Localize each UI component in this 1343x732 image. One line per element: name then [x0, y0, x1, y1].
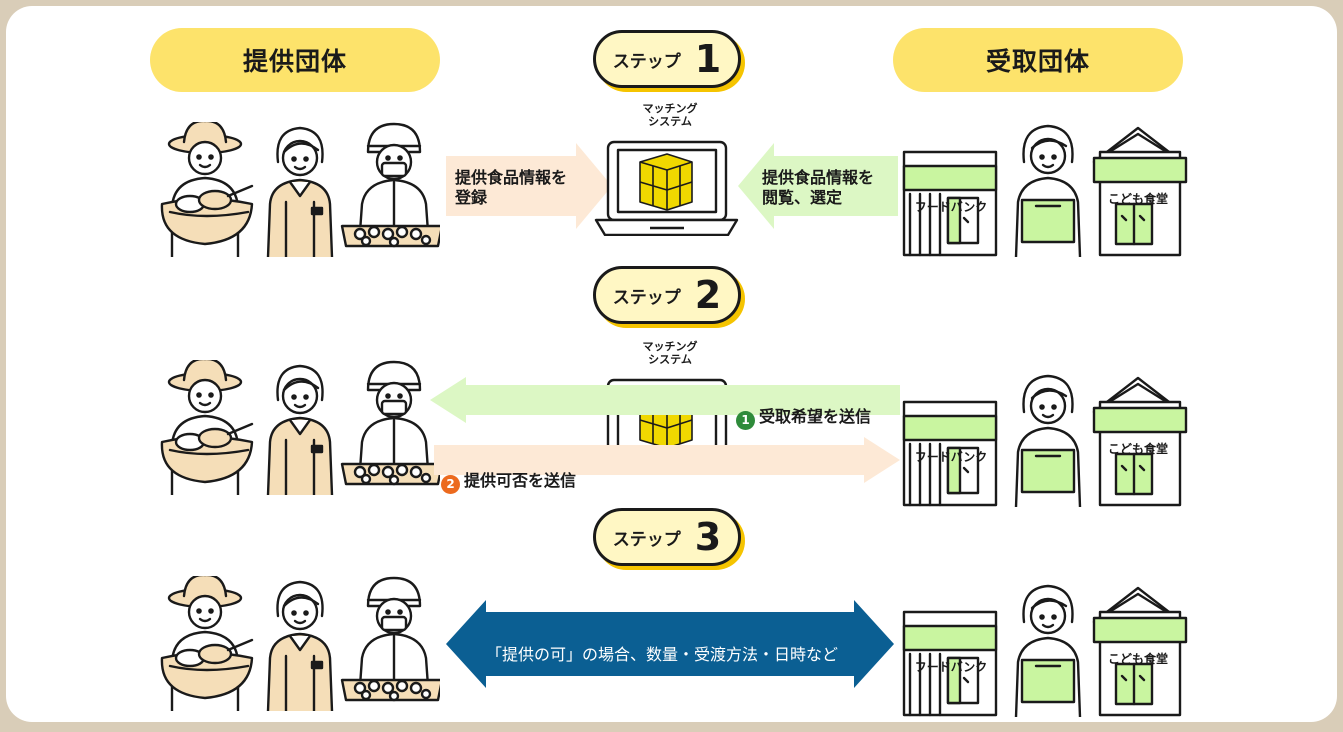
kodomo-shokudo-sign: こども食堂	[1107, 652, 1168, 666]
receiver-header: 受取団体	[893, 28, 1183, 92]
step-number: 1	[694, 37, 722, 81]
step-2-badge: ステップ 2	[593, 266, 741, 324]
step-label: ステップ	[612, 287, 681, 308]
register-arrow	[446, 143, 612, 229]
direct-coordination-arrow	[446, 600, 894, 688]
coordination-line-2: 詳細は、メールや電話などで直接調整	[486, 689, 758, 708]
foodbank-sign: フードバンク	[914, 450, 988, 464]
provider-header: 提供団体	[150, 28, 440, 92]
step-label: ステップ	[612, 529, 681, 550]
kodomo-shokudo-sign: こども食堂	[1107, 442, 1168, 456]
provider-group-illustration	[160, 576, 440, 711]
browse-arrow-text: 提供食品情報を 閲覧、選定	[762, 168, 875, 207]
coordination-line-1: 「提供の可」の場合、数量・受渡方法・日時など	[486, 645, 839, 664]
step-label: ステップ	[612, 51, 681, 72]
step-number-badge: 1	[736, 411, 755, 430]
kodomo-shokudo-sign: こども食堂	[1107, 192, 1168, 206]
direct-coordination-text: 「提供の可」の場合、数量・受渡方法・日時など 詳細は、メールや電話などで直接調整	[486, 622, 838, 732]
foodbank-sign: フードバンク	[914, 200, 988, 214]
foodbank-sign: フードバンク	[914, 660, 988, 674]
step-number: 3	[694, 515, 722, 559]
step-number: 2	[694, 273, 722, 317]
matching-system-label: マッチング システム	[642, 102, 698, 128]
register-arrow-text: 提供食品情報を 登録	[455, 168, 568, 207]
request-arrow	[430, 377, 900, 423]
step-1-badge: ステップ 1	[593, 30, 741, 88]
browse-arrow	[738, 143, 898, 229]
availability-label: 提供可否を送信	[464, 471, 577, 490]
step-3-badge: ステップ 3	[593, 508, 741, 566]
request-label: 受取希望を送信	[759, 407, 872, 426]
provider-group-illustration	[160, 122, 440, 257]
step-number-badge: 2	[441, 475, 460, 494]
matching-system-laptop-icon	[594, 140, 739, 236]
matching-system-label: マッチング システム	[642, 340, 698, 366]
availability-arrow	[434, 437, 900, 483]
provider-group-illustration	[160, 360, 440, 495]
